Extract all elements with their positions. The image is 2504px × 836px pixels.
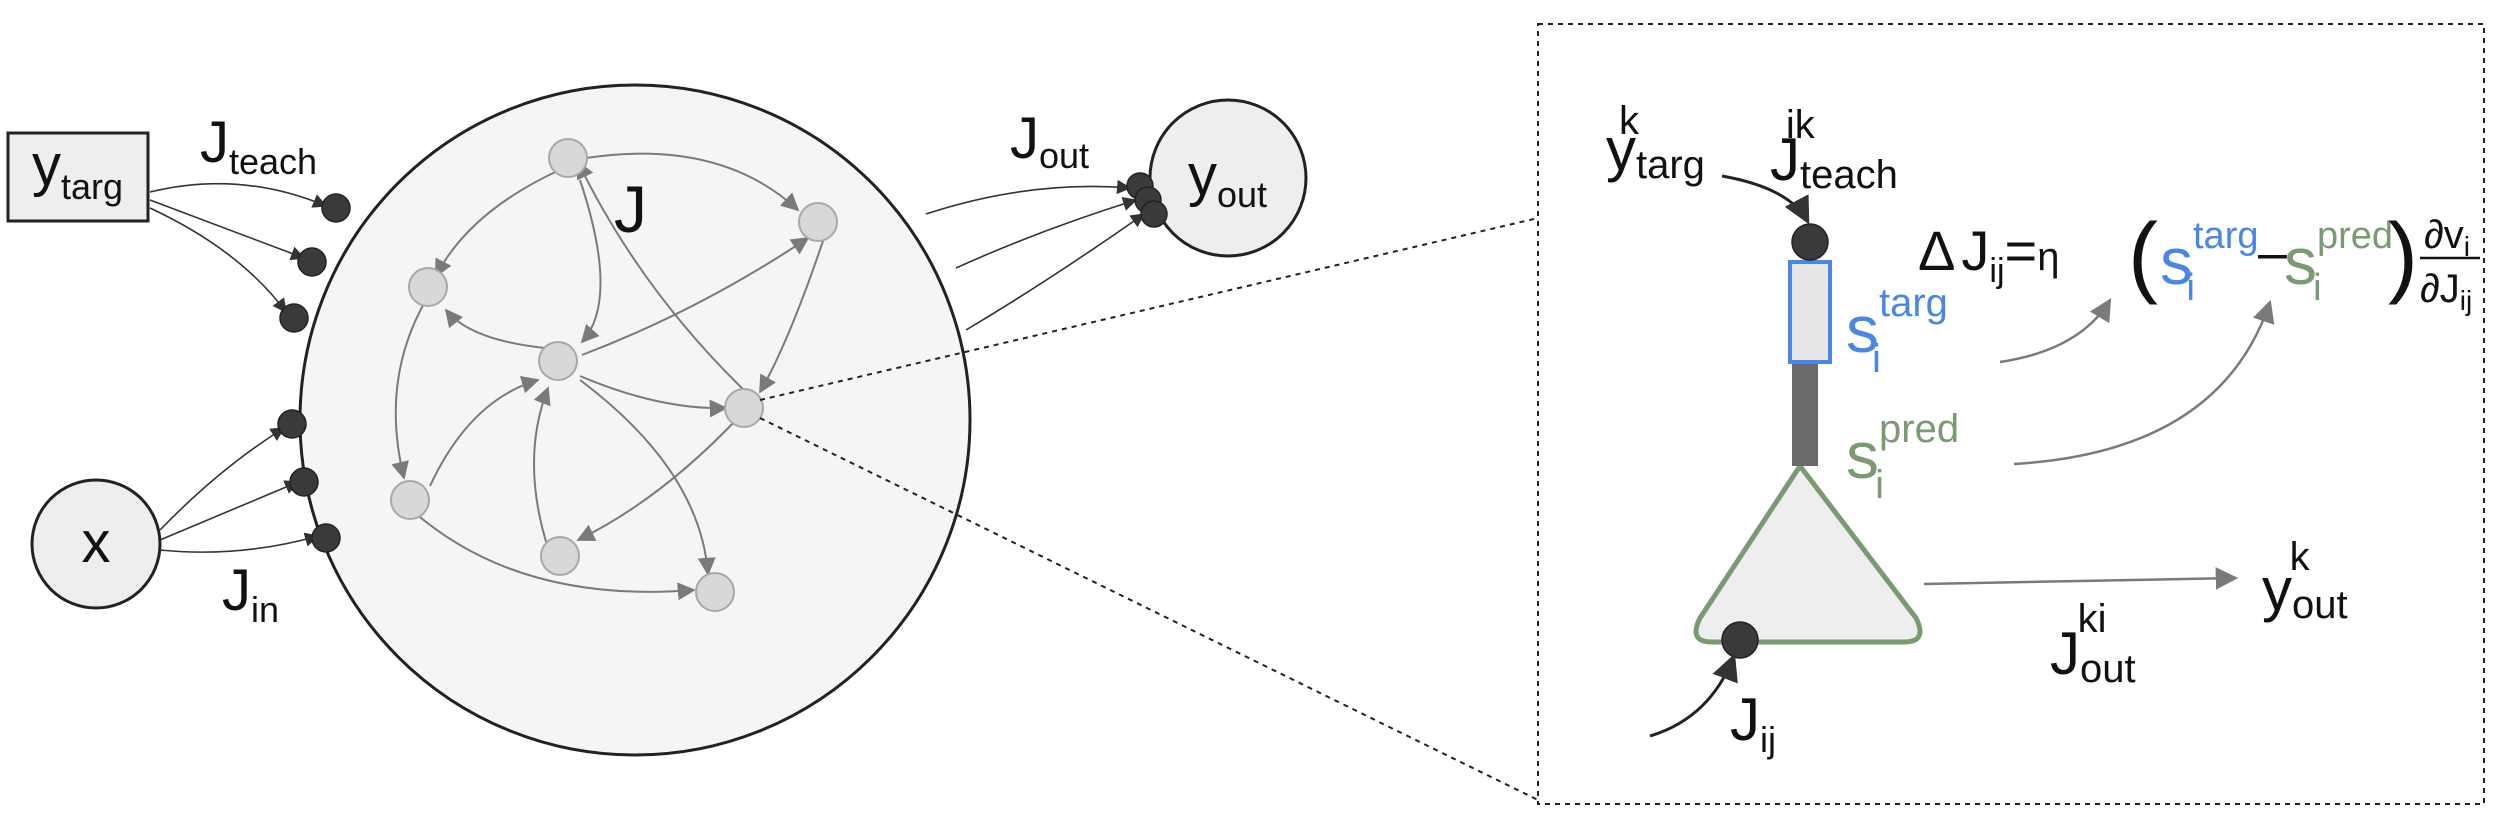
s-pred-to-equation-arrow — [2013, 299, 2275, 466]
neuron-node — [390, 480, 430, 520]
recurrent-edge — [444, 308, 546, 349]
in-edge-3 — [159, 532, 320, 553]
recurrent-edge — [576, 160, 749, 395]
synapse-dot — [277, 409, 307, 439]
synapse-dot — [311, 523, 341, 553]
zoom-line-top — [759, 217, 1539, 401]
neuron-node — [408, 267, 448, 307]
synapse-dot — [1140, 200, 1168, 228]
J-out-label: Jout — [1010, 106, 1089, 176]
out-edge-3 — [965, 213, 1146, 331]
neuron-node — [695, 572, 735, 612]
recurrent-edge — [533, 386, 551, 549]
J-ij-input-arrow — [1649, 653, 1738, 738]
J-ij-label: Jij — [1730, 686, 1776, 760]
equation-minus: – — [2258, 224, 2287, 282]
recurrent-edge — [391, 299, 427, 480]
zoom-line-bottom — [759, 417, 1539, 801]
synapse-dot — [297, 247, 327, 277]
J-recurrent-label: J — [614, 172, 647, 246]
inset-panel — [1537, 23, 2485, 805]
out-edge-2 — [955, 196, 1138, 269]
dendrite-shaft — [1792, 362, 1818, 466]
output-arrow — [1923, 567, 2239, 590]
recurrent-edge — [759, 231, 827, 394]
recurrent-edge — [581, 237, 810, 356]
synapse-dot — [279, 303, 309, 333]
J-teach-ik-label: Jteachik — [1770, 103, 1898, 197]
synapse-dot — [289, 467, 319, 497]
equation-denominator: ∂Jij — [2420, 267, 2472, 316]
out-edge-1 — [925, 179, 1132, 215]
recurrent-edges — [391, 152, 827, 601]
y-targ-box — [6, 131, 150, 223]
neuron-node — [724, 388, 764, 428]
s-targ-to-equation-arrow — [1999, 298, 2112, 364]
in-edge-1 — [159, 427, 286, 531]
equation-lparen: ( — [2128, 206, 2158, 306]
boundary-synapses — [277, 193, 351, 553]
recurrent-edge — [413, 511, 696, 601]
teacher-connections — [149, 182, 328, 314]
y-targ-k-label: ytargk — [1606, 99, 1705, 187]
recurrent-edge — [435, 167, 565, 278]
teach-edge-1 — [149, 182, 328, 208]
recurrent-edge — [576, 417, 739, 541]
recurrent-edge — [579, 179, 602, 344]
x-input-label: x — [82, 510, 111, 575]
equation-rparen: ) — [2388, 206, 2418, 306]
J-teach-label: Jteach — [200, 110, 317, 182]
neuron-node — [798, 202, 838, 242]
reservoir-neurons — [390, 138, 838, 612]
neuron-node — [538, 341, 578, 381]
neuron-soma — [1693, 463, 1923, 645]
y-targ-label: ytarg — [32, 133, 123, 207]
J-out-ki-label: Joutki — [2050, 597, 2136, 691]
y-out-k-label: youtk — [2262, 535, 2348, 627]
neuron-node — [548, 138, 588, 178]
input-connections — [159, 427, 320, 553]
in-edge-2 — [159, 480, 300, 541]
recurrent-edge — [585, 152, 800, 212]
equation-numerator: ∂vi — [2424, 213, 2470, 262]
recurrent-edge — [429, 375, 540, 487]
s-targ-compartment — [1788, 260, 1832, 364]
output-connections — [925, 179, 1146, 331]
zoom-lines — [759, 217, 1539, 801]
teach-synapse-dot — [1791, 223, 1829, 261]
teach-edge-3 — [149, 207, 287, 314]
neuron-node — [540, 536, 580, 576]
recurrent-edge — [579, 379, 716, 576]
teach-edge-2 — [149, 199, 306, 261]
J-ij-synapse-dot — [1721, 621, 1759, 659]
output-synapses — [1126, 172, 1168, 228]
y-out-label: yout — [1188, 143, 1267, 215]
recurrent-edge — [579, 375, 728, 418]
teach-input-arrow — [1721, 174, 1810, 225]
J-in-label: Jin — [222, 558, 279, 630]
x-input-circle — [30, 478, 162, 610]
synapse-dot — [321, 193, 351, 223]
